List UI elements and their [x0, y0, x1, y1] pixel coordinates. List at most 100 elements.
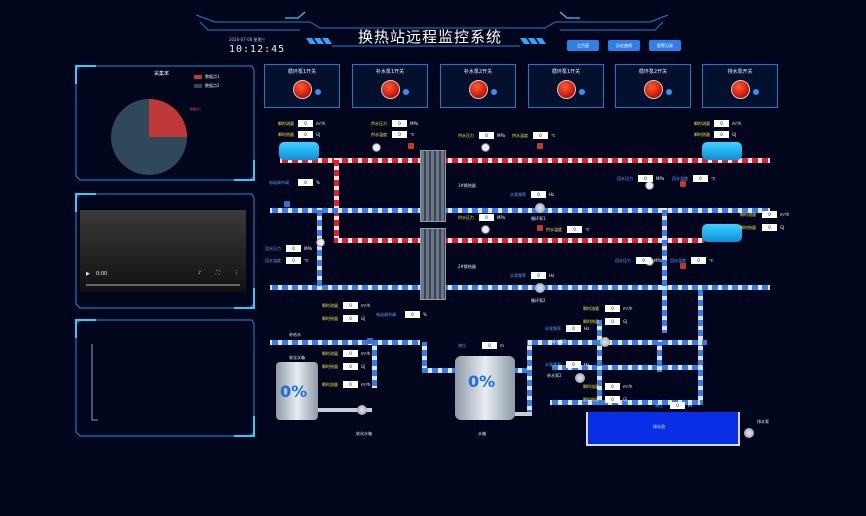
water-tank: [455, 356, 515, 420]
return-pressure-l-label: 回水压力: [265, 246, 281, 251]
power-button[interactable]: [293, 80, 312, 99]
supply-temp-hx2-label: 供水温度: [546, 227, 562, 232]
flow-r4-unit: m³/h: [623, 384, 633, 389]
header-frame: [195, 11, 669, 47]
softener-pump-icon[interactable]: [357, 405, 367, 415]
makeup-pump-2-icon[interactable]: [575, 373, 585, 383]
pump-freq1-value: 0: [531, 191, 546, 198]
valve-icon[interactable]: [537, 225, 543, 231]
heat-r1-label: 瞬时热量: [694, 132, 710, 137]
date-text: 2020-07-08 星期三: [229, 37, 266, 42]
circulation-pump-1-icon[interactable]: [535, 203, 545, 213]
return-pressure-l-value: 0: [286, 245, 301, 252]
flow-m-unit: m³/h: [361, 303, 371, 308]
softener-pump-label: 软化水箱: [356, 431, 372, 436]
heat-r3-value: 0: [605, 318, 620, 325]
flow-t2-label: 瞬时流量: [322, 382, 338, 387]
pump-freq-r2-value: 0: [566, 361, 581, 368]
heat-exchanger-1: [420, 150, 446, 222]
electric-valve-icon[interactable]: [284, 201, 290, 207]
pump-freq-r2-unit: Hz: [584, 362, 590, 367]
flow-r1-unit: m³/h: [732, 121, 742, 126]
supply-temp-hx2-value: 0: [567, 226, 582, 233]
alarm-record-button[interactable]: 报警记录: [649, 40, 681, 51]
flow-m-value: 0: [343, 302, 358, 309]
supply-pressure2-label: 供水压力: [458, 133, 474, 138]
pump-freq-r2-label: 水泵频率: [545, 362, 561, 367]
valve-icon[interactable]: [537, 143, 543, 149]
makeup-pump1-label: 补水泵1: [552, 339, 567, 344]
softener-tank: [276, 362, 318, 420]
flow-r3-label: 瞬时流量: [583, 306, 599, 311]
heat-value: 0: [298, 131, 313, 138]
supply-temp2-unit: ℃: [551, 133, 556, 138]
history-curve-button[interactable]: 历史曲线: [608, 40, 640, 51]
level2-label: 液位: [655, 403, 663, 408]
flow-r4-label: 瞬时流量: [583, 384, 599, 389]
supply-temp-unit: ℃: [410, 132, 415, 137]
power-button[interactable]: [469, 80, 488, 99]
heat-r2-value: 0: [762, 224, 777, 231]
valve1-label: 电动调节阀: [269, 180, 289, 185]
video-player[interactable]: [80, 210, 246, 292]
heat-m-unit: GJ: [361, 316, 366, 321]
pressure-gauge-icon: [372, 143, 381, 152]
heat-r1-value: 0: [714, 131, 729, 138]
flow-unit: m³/h: [316, 121, 326, 126]
makeup-pump-1-icon[interactable]: [600, 337, 610, 347]
power-button[interactable]: [557, 80, 576, 99]
video-time: 0:00: [96, 271, 108, 277]
power-button[interactable]: [381, 80, 400, 99]
heat-r4-value: 0: [605, 396, 620, 403]
circulation-pump-2-icon[interactable]: [535, 283, 545, 293]
legend-label-1: 数据点1: [205, 74, 220, 79]
power-button[interactable]: [731, 80, 750, 99]
volume-icon[interactable]: ♪: [198, 270, 202, 276]
valve2-value: 0: [405, 311, 420, 318]
hx1-label: 1#换热器: [458, 183, 476, 188]
flow-meter-1: [279, 142, 319, 160]
heat-t1-label: 瞬时热量: [322, 364, 338, 369]
pump-freq2-value: 0: [531, 272, 546, 279]
flow-r3-unit: m³/h: [623, 306, 633, 311]
page-title: 换热站远程监控系统: [357, 28, 502, 46]
valve-icon[interactable]: [680, 263, 686, 269]
switch-label: 补水泵1开关: [375, 69, 405, 75]
more-options-icon[interactable]: ⋮: [234, 270, 239, 276]
main-page-button[interactable]: 主页面: [567, 40, 599, 51]
left-panel-frames: [75, 65, 255, 437]
pressure-gauge-icon: [481, 143, 490, 152]
power-button[interactable]: [644, 80, 663, 99]
heat-r4-unit: GJ: [623, 397, 628, 402]
return-pressure-l-unit: MPa: [304, 246, 313, 251]
switch-card-5: 循环泵2开关: [615, 64, 691, 108]
fullscreen-icon[interactable]: ⛶: [216, 270, 220, 276]
heat-r1-unit: GJ: [732, 132, 737, 137]
level2-unit: m: [688, 403, 692, 408]
switch-label: 排水泵开关: [727, 69, 753, 75]
legend-swatch-1: [194, 75, 202, 79]
heat-r2-label: 瞬时热量: [740, 225, 756, 230]
pump-freq-r1-unit: Hz: [584, 326, 590, 331]
status-indicator: [403, 89, 409, 95]
supply-pressure-hx2-unit: MPa: [497, 215, 506, 220]
valve1-unit: %: [316, 180, 320, 185]
switch-card-4: 循环泵1开关: [528, 64, 604, 108]
supply-temp-hx2-unit: ℃: [585, 227, 590, 232]
pressure-gauge-icon: [481, 225, 490, 234]
makeup-pump2-label: 补水泵2: [547, 373, 562, 378]
switch-label: 循环泵1开关: [287, 69, 317, 75]
return-temp-l-label: 回水温度: [265, 258, 281, 263]
pump-freq-r1-label: 水泵频率: [545, 326, 561, 331]
heat-exchanger-2: [420, 228, 446, 300]
flow-t1-value: 0: [343, 350, 358, 357]
valve-icon[interactable]: [680, 181, 686, 187]
video-progress-bar[interactable]: [86, 284, 240, 286]
switch-card-1: 循环泵1开关: [264, 64, 340, 108]
electric-valve-icon[interactable]: [367, 338, 373, 344]
valve-icon[interactable]: [408, 143, 414, 149]
video-play-icon[interactable]: ▶: [86, 271, 90, 277]
return-pressure-label: 回水压力: [615, 258, 631, 263]
supply-pressure2-value: 0: [479, 132, 494, 139]
drain-pump-icon[interactable]: [744, 428, 754, 438]
